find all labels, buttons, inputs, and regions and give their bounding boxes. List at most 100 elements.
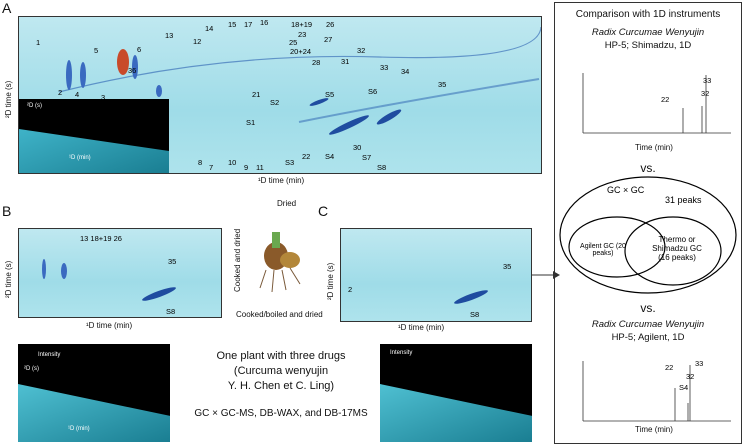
panel-a-inset: ²D (s) ¹D (min) [19,99,169,173]
peak-label: 30 [353,143,362,152]
peak-label: 13 [165,31,174,40]
peak-label: 34 [401,67,410,76]
panel-b-chart [18,228,222,318]
bottom-chart-xlabel: Time (min) [635,425,673,434]
peak-label: 14 [205,24,214,33]
peak-label: 35 [503,262,512,271]
peak-label: 11 [256,163,264,172]
bl-zlabel: Intensity [38,352,61,358]
bl-ylabel: ²D (s) [24,366,39,372]
center-line3: Y. H. Chen et C. Ling) [227,380,335,392]
panel-a-ylabel: ²D time (s) [4,80,13,118]
peak-label: S8 [470,310,480,319]
peak-label: 21 [252,90,261,99]
panel-c-label: C [318,203,329,219]
peak-label: S8 [166,307,176,316]
peak-label: 2 [348,285,353,294]
vs1: vs. [640,161,656,175]
arrow-to-side [531,271,560,279]
peak-label: 10 [228,158,237,167]
peak-label: 7 [209,163,214,172]
bottom-chart-subtitle: HP-5; Agilent, 1D [611,332,685,343]
peak-label: 8 [198,158,203,167]
panel-c-ylabel: ²D time (s) [326,262,335,300]
peak-label: S7 [362,153,372,162]
plant-image [246,222,318,294]
bottom-right-3d: Intensity [380,344,532,442]
center-line1: One plant with three drugs [216,350,346,362]
peak-label: S1 [246,118,256,127]
comparison-box: Comparison with 1D instruments Radix Cur… [554,2,742,444]
panel-b-xlabel: ¹D time (min) [86,321,133,330]
peak-label: 6 [137,45,142,54]
panel-a-chart: ²D (s) ¹D (min) [18,16,542,174]
peak-label: 26 [326,20,335,29]
peak-label: 16 [260,18,269,27]
vs2: vs. [640,301,656,315]
panel-a-label: A [2,0,12,16]
peak-label: 15 [228,20,237,29]
peak-label: 32 [357,46,366,55]
peak-label: 20+24 [290,47,312,56]
panel-a-svg [58,26,541,135]
peak-label: 5 [94,46,99,55]
peak-label: 12 [193,37,202,46]
peak-label: S5 [325,90,335,99]
inset-xlabel: ¹D (min) [69,155,91,161]
bottom-left-3d: Intensity ²D (s) ¹D (min) [18,344,170,442]
bottom-chart-svg [582,361,731,422]
peak-label: S8 [377,163,387,172]
top-chart-xlabel: Time (min) [635,143,673,152]
peak-label: 17 [244,20,253,29]
top-peak-33: 33 [703,76,712,85]
panel-c-xlabel: ¹D time (min) [398,323,445,332]
peak-label: 28 [312,58,321,67]
bottom-peak-s4: S4 [679,383,689,392]
plant-left-label: Cooked and dried [233,228,242,292]
peak-label: 25 [289,38,298,47]
bottom-peak-22: 22 [665,363,674,372]
peak-label: 2 [58,88,63,97]
peak-label: 4 [75,90,80,99]
inset-ylabel: ²D (s) [27,103,42,109]
peak-label: 35 [168,257,177,266]
peak-label: 9 [244,163,249,172]
top-chart-svg [582,73,731,134]
venn-outer-count: 31 peaks [665,195,702,205]
plant-top-label: Dried [277,199,297,208]
bottom-peak-32: 32 [686,372,695,381]
venn-outer-label: GC × GC [607,185,645,195]
panel-b-ylabel: ²D time (s) [4,260,13,298]
top-peak-32: 32 [701,89,710,98]
center-line4: GC × GC-MS, DB-WAX, and DB-17MS [194,408,368,419]
top-chart-title: Radix Curcumae Wenyujin [591,27,705,38]
peak-label: 1 [36,38,41,47]
top-chart-subtitle: HP-5; Shimadzu, 1D [604,40,692,51]
center-line2: (Curcuma wenyujin [233,365,329,377]
panel-b-label: B [2,203,12,219]
br-zlabel: Intensity [390,350,413,356]
venn-diagram [559,176,737,294]
bl-xlabel: ¹D (min) [68,426,90,432]
side-title: Comparison with 1D instruments [575,9,721,20]
peak-label: 18+19 [291,20,313,29]
peak-label: 33 [380,63,389,72]
peak-label: 35 [438,80,447,89]
top-peak-22: 22 [661,95,670,104]
peak-label: 22 [302,152,311,161]
plant-bottom-label: Cooked/boiled and dried [236,310,323,319]
peak-label: 27 [324,35,333,44]
panel-c-chart [340,228,532,322]
venn-right-label: Thermo or Shimadzu GC (16 peaks) [652,235,702,262]
peak-label: 23 [298,30,307,39]
peak-label: S3 [285,158,295,167]
peak-label: S2 [270,98,280,107]
peak-label: 13 18+19 26 [80,234,122,243]
peak-label: 36 [128,66,137,75]
peak-label: S4 [325,152,335,161]
venn-left-label: Agilent GC (20 peaks) [580,243,626,257]
peak-label: S6 [368,87,378,96]
peak-label: 31 [341,57,350,66]
bottom-chart-title: Radix Curcumae Wenyujin [591,319,705,330]
panel-a-xlabel: ¹D time (min) [258,176,305,185]
